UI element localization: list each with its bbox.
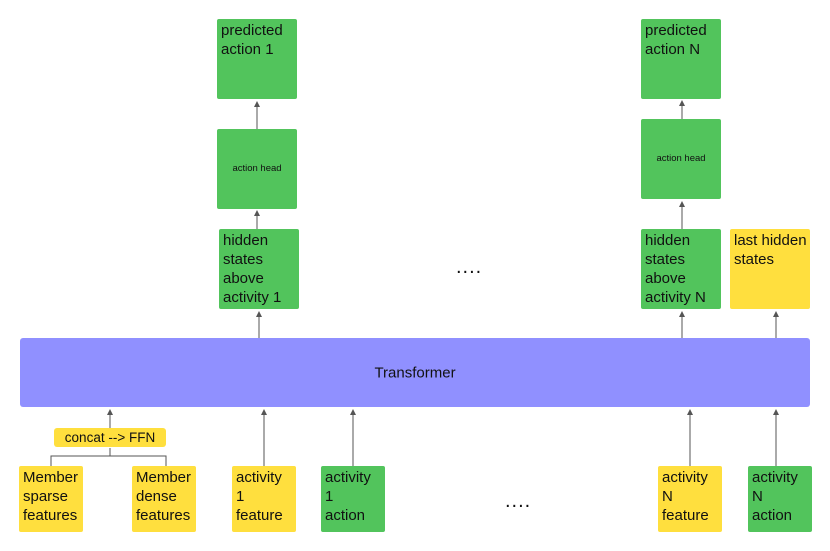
bottom-ellipsis: .... [505,490,532,512]
activity-1-feature-label: activity 1 feature [236,469,283,524]
top-ellipsis: .... [456,256,483,278]
activity-1-feature-box: activity 1 feature [232,466,296,532]
activity-1-action-box: activity 1 action [321,466,385,532]
hidden-states-1-label: hidden states above activity 1 [223,232,282,306]
member-dense-features-box: Member dense features [132,466,196,532]
last-hidden-states-box: last hidden states [730,229,810,309]
activity-n-feature-box: activity N feature [658,466,722,532]
activity-1-action-label: activity 1 action [325,469,371,524]
hidden-states-n-label: hidden states above activity N [645,232,706,306]
concat-ffn-box: concat --> FFN [54,428,166,447]
member-bracket [50,455,167,466]
transformer-block: Transformer [20,338,810,407]
last-hidden-states-label: last hidden states [734,232,807,268]
predicted-action-1-label: predicted action 1 [221,22,283,58]
member-dense-features-label: Member dense features [136,469,192,524]
transformer-label: Transformer [374,364,456,381]
action-head-n-label: action head [656,153,706,164]
action-head-n-box: action head [641,119,721,199]
member-sparse-features-box: Member sparse features [19,466,83,532]
activity-n-action-label: activity N action [752,469,798,524]
activity-n-feature-label: activity N feature [662,469,709,524]
member-sparse-features-label: Member sparse features [23,469,79,524]
hidden-states-1-box: hidden states above activity 1 [219,229,299,309]
predicted-action-n-label: predicted action N [645,22,707,58]
action-head-1-box: action head [217,129,297,209]
predicted-action-n-box: predicted action N [641,19,721,99]
predicted-action-1-box: predicted action 1 [217,19,297,99]
action-head-1-label: action head [232,163,282,174]
activity-n-action-box: activity N action [748,466,812,532]
hidden-states-n-box: hidden states above activity N [641,229,721,309]
